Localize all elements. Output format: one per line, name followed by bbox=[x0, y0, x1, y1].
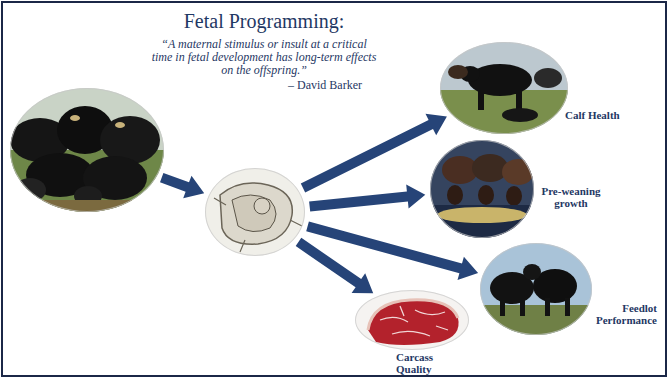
block-arrow bbox=[296, 238, 374, 293]
outcome-label: Feedlot Performance bbox=[585, 302, 657, 326]
outcome-label: Carcass Quality bbox=[396, 351, 446, 375]
feeding-photo bbox=[428, 138, 538, 240]
feedlot-circle: Feedlot Performance bbox=[480, 243, 592, 335]
block-arrow bbox=[309, 185, 425, 212]
fetus-sketch bbox=[200, 165, 310, 260]
attribution: – David Barker bbox=[288, 79, 362, 92]
carcass-circle: Carcass Quality bbox=[355, 290, 469, 350]
pre-weaning-circle: Pre-weaning growth bbox=[430, 140, 534, 238]
fetus-circle bbox=[205, 168, 305, 256]
block-arrow bbox=[160, 173, 204, 198]
diagram-title: Fetal Programming: bbox=[135, 9, 393, 33]
herd-photo bbox=[0, 80, 170, 220]
outcome-label: Calf Health bbox=[565, 109, 620, 121]
quote-text: “A maternal stimulus or insult at a crit… bbox=[150, 38, 378, 77]
steak-photo bbox=[353, 288, 471, 352]
calf-health-circle: Calf Health bbox=[440, 42, 568, 134]
outcome-label: Pre-weaning growth bbox=[535, 185, 607, 209]
herd-circle bbox=[10, 88, 164, 212]
block-arrow bbox=[306, 222, 478, 280]
block-arrow bbox=[301, 114, 447, 193]
feedlot-photo bbox=[478, 242, 594, 337]
calf-photo bbox=[438, 40, 573, 140]
